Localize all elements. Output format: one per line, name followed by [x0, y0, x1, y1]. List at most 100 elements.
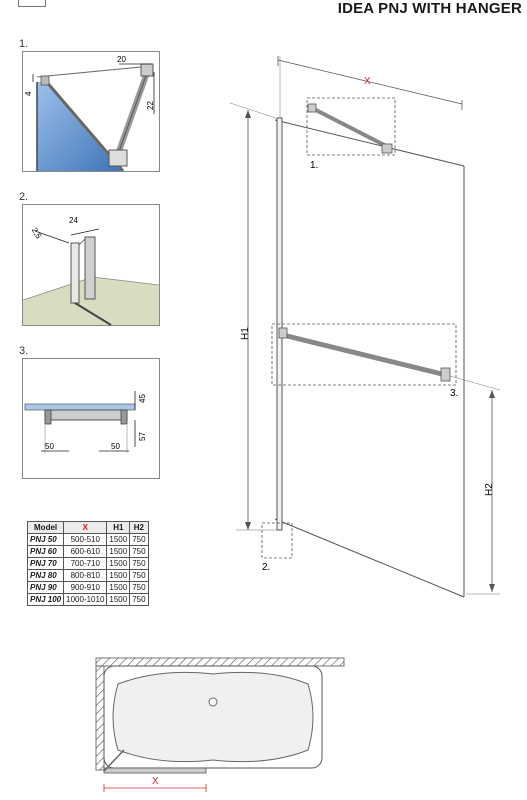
callout-box-2 — [261, 522, 293, 559]
table-row: PNJ 100 1000-1010 1500 750 — [26, 593, 149, 606]
floor-edge-left — [23, 276, 94, 301]
support-bar-core — [117, 69, 149, 155]
plan-view-drawing: X — [95, 657, 345, 792]
x-dimension-label: X — [364, 76, 371, 87]
h2-arrow-bottom — [489, 584, 495, 592]
callout-box-1 — [306, 97, 396, 156]
cell-h2: 750 — [129, 557, 149, 570]
table-row: PNJ 80 800-810 1500 750 — [26, 569, 149, 582]
hanger-right-bracket — [440, 367, 451, 382]
detail-1-panel: 20 4 22 — [22, 51, 160, 172]
dim-50-left-label: 50 — [45, 442, 54, 451]
header-h2: H2 — [129, 521, 149, 534]
dim-4-label: 4 — [24, 91, 33, 96]
h1-arrow-top — [245, 110, 251, 118]
cell-h2: 750 — [129, 569, 149, 582]
profile-right — [84, 236, 96, 300]
drain-icon — [208, 697, 218, 707]
glass-panel-plan — [103, 767, 207, 774]
profile-top-join — [78, 238, 86, 246]
detail-label-3: 3. — [19, 345, 29, 357]
h1-arrow-bottom — [245, 522, 251, 530]
callout-label-3: 3. — [450, 388, 458, 399]
dim-24-line — [70, 228, 100, 236]
header-h1: H1 — [106, 521, 131, 534]
hanger-right-end — [120, 409, 128, 425]
cell-h2: 750 — [129, 581, 149, 594]
cell-model: PNJ 100 — [26, 593, 65, 606]
table-row: PNJ 70 700-710 1500 750 — [26, 557, 149, 570]
top-edge-line — [36, 65, 152, 78]
plan-x-label: X — [152, 776, 159, 787]
bathtub-basin — [112, 671, 314, 763]
cell-model: PNJ 60 — [26, 545, 65, 558]
hanger-left-end — [44, 409, 52, 425]
cell-x: 500-510 — [63, 533, 108, 546]
cell-x: 600-610 — [63, 545, 108, 558]
wall-mount-bracket — [108, 149, 128, 167]
glass-top-edge — [274, 119, 465, 167]
page-title: IDEA PNJ WITH HANGER — [337, 0, 522, 17]
cell-model: PNJ 70 — [26, 557, 65, 570]
table-row: PNJ 50 500-510 1500 750 — [26, 533, 149, 546]
wall-left-hatched — [95, 665, 105, 771]
glass-bottom-edge — [74, 302, 112, 325]
table-row: PNJ 60 600-610 1500 750 — [26, 545, 149, 558]
floor-edge-right — [92, 276, 159, 286]
callout-label-2: 2. — [262, 562, 270, 573]
main-elevation-drawing: 1. 2. 3. X H1 H2 — [229, 56, 501, 598]
glass-bottom-edge — [274, 518, 465, 598]
towel-hanger — [282, 332, 447, 378]
cell-x: 1000-1010 — [63, 593, 108, 606]
table-row: PNJ 90 900-910 1500 750 — [26, 581, 149, 594]
dim-20-label: 20 — [117, 55, 126, 64]
detail-3-panel: 45 57 50 50 — [22, 358, 160, 479]
cell-h2: 750 — [129, 593, 149, 606]
dim-25-line — [34, 230, 70, 244]
cell-h1: 1500 — [106, 581, 131, 594]
cell-x: 700-710 — [63, 557, 108, 570]
dim-57-label: 57 — [138, 432, 147, 441]
cell-h2: 750 — [129, 533, 149, 546]
header-x: X — [63, 521, 108, 534]
detail-1-drawing: 20 4 22 — [24, 55, 155, 171]
detail-2-panel: 24 2,5 — [22, 204, 160, 326]
spec-table: Model X H1 H2 PNJ 50 500-510 1500 750 PN… — [26, 521, 149, 606]
cell-h1: 1500 — [106, 557, 131, 570]
support-bar-glass-end — [381, 143, 393, 154]
dim-22-label: 22 — [146, 101, 155, 110]
h2-ext-top — [449, 375, 501, 391]
x-dimension-line — [277, 59, 463, 105]
wall-top-hatched — [95, 657, 345, 667]
h2-arrow-top — [489, 390, 495, 398]
h2-dimension-label: H2 — [484, 483, 495, 496]
dim-50-right-label: 50 — [111, 442, 120, 451]
cell-x: 900-910 — [63, 581, 108, 594]
support-bar — [311, 106, 391, 150]
detail-3-drawing: 45 57 50 50 — [24, 391, 147, 453]
callout-label-1: 1. — [310, 160, 318, 171]
cell-model: PNJ 50 — [26, 533, 65, 546]
h1-ext-top — [229, 102, 277, 119]
header-model: Model — [26, 521, 65, 534]
table-header-row: Model X H1 H2 — [26, 521, 149, 534]
hanger-left-bracket — [278, 327, 288, 339]
dim-24-label: 24 — [69, 216, 78, 225]
detail-label-2: 2. — [19, 191, 29, 203]
logo-fragment-icon — [18, 0, 46, 7]
cell-model: PNJ 80 — [26, 569, 65, 582]
cell-h1: 1500 — [106, 593, 131, 606]
support-bar-plan — [103, 749, 125, 772]
dim-45-label: 45 — [138, 394, 147, 403]
cell-model: PNJ 90 — [26, 581, 65, 594]
cell-h1: 1500 — [106, 533, 131, 546]
support-bar-wall-end — [307, 103, 317, 113]
callout-box-3 — [271, 323, 457, 386]
cell-h1: 1500 — [106, 545, 131, 558]
cell-h1: 1500 — [106, 569, 131, 582]
cell-x: 800-810 — [63, 569, 108, 582]
detail-label-1: 1. — [19, 38, 29, 50]
glass-clamp — [40, 75, 50, 86]
h1-dimension-label: H1 — [240, 327, 251, 340]
glass-pane — [37, 82, 121, 171]
